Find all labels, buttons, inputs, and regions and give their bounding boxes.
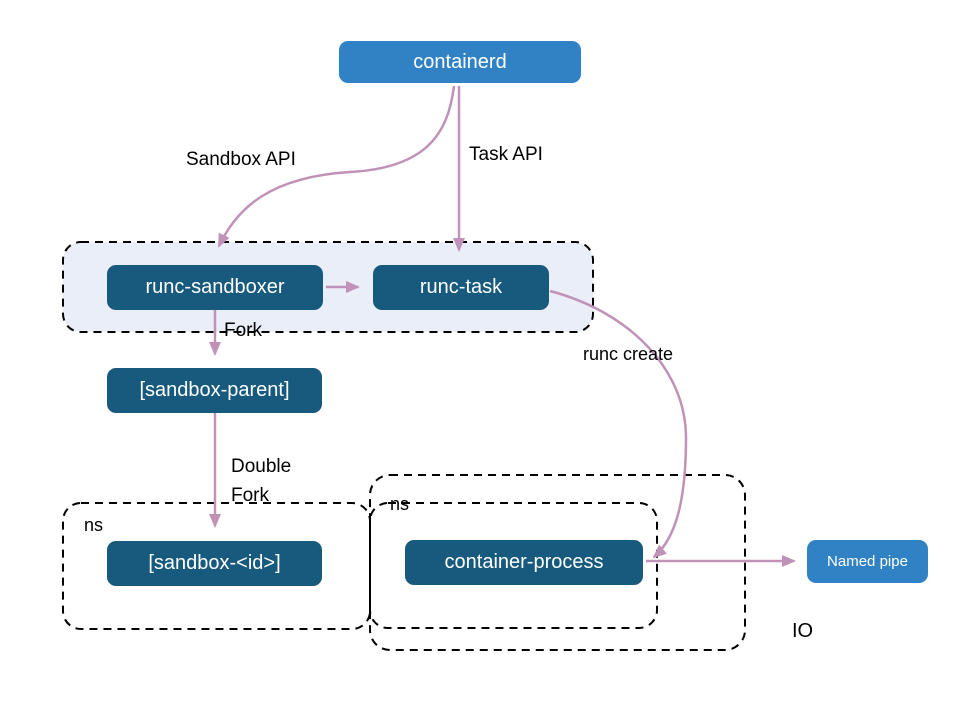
- edge-runc-create: [549, 289, 688, 559]
- node-container-process: container-process: [405, 540, 643, 585]
- edge-label-runc-create: runc create: [583, 344, 674, 364]
- ns-right-box: [369, 502, 658, 629]
- io-box: [369, 474, 746, 651]
- ns-left-box: [62, 502, 371, 630]
- edge-sandbox-api: [217, 85, 456, 248]
- node-named-pipe-label: Named pipe: [827, 553, 908, 570]
- node-named-pipe: Named pipe: [807, 540, 928, 583]
- node-runc-sandboxer: runc-sandboxer: [107, 265, 323, 310]
- region-label-io: IO: [792, 620, 814, 642]
- node-container-process-label: container-process: [444, 551, 604, 573]
- node-containerd: containerd: [339, 41, 581, 83]
- node-sandbox-id-label: [sandbox-<id>]: [148, 552, 281, 574]
- region-label-ns-left: ns: [84, 515, 104, 535]
- node-runc-task: runc-task: [373, 265, 549, 310]
- region-label-ns-right: ns: [390, 494, 410, 514]
- node-sandbox-parent-label: [sandbox-parent]: [139, 379, 290, 401]
- node-sandbox-id: [sandbox-<id>]: [107, 541, 322, 586]
- edge-label-double-fork: Double Fork: [231, 456, 292, 507]
- edge-label-fork: Fork: [224, 320, 262, 341]
- node-containerd-label: containerd: [413, 50, 507, 73]
- node-sandbox-parent: [sandbox-parent]: [107, 368, 322, 413]
- node-runc-task-label: runc-task: [419, 276, 503, 298]
- node-runc-sandboxer-label: runc-sandboxer: [145, 276, 285, 298]
- edge-label-sandbox-api: Sandbox API: [186, 149, 296, 170]
- edge-label-task-api: Task API: [469, 144, 543, 165]
